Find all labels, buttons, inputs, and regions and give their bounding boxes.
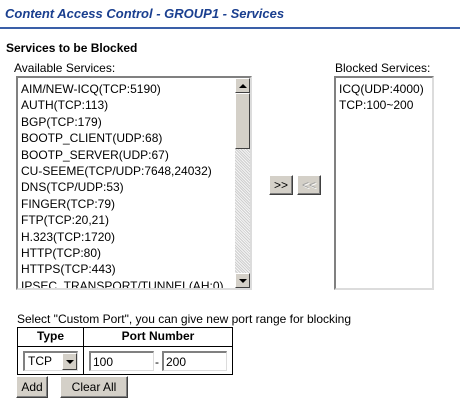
available-services-label: Available Services: [14, 61, 116, 75]
start-port-input[interactable] [89, 351, 154, 371]
list-item[interactable]: HTTPS(TCP:443) [21, 262, 116, 277]
page-title: Content Access Control - GROUP1 - Servic… [5, 6, 285, 21]
end-port-input[interactable] [162, 351, 227, 371]
port-number-column-header: Port Number [121, 329, 195, 343]
list-item[interactable]: FTP(TCP:20,21) [21, 213, 110, 228]
section-title: Services to be Blocked [6, 41, 138, 55]
add-button[interactable]: Add [16, 376, 48, 398]
available-services-list[interactable]: AIM/NEW-ICQ(TCP:5190) AUTH(TCP:113)BGP(TC… [16, 76, 252, 290]
clear-all-button[interactable]: Clear All [60, 376, 128, 398]
column-divider [83, 328, 84, 374]
list-item[interactable]: H.323(TCP:1720) [21, 229, 116, 244]
scroll-down-button[interactable] [235, 273, 250, 288]
custom-port-note: Select "Custom Port", you can give new p… [17, 312, 352, 326]
dropdown-button[interactable] [62, 353, 77, 370]
custom-port-table-header: Type Port Number [18, 328, 232, 347]
list-item[interactable]: BOOTP_SERVER(UDP:67) [21, 147, 169, 162]
list-item[interactable]: IPSEC_TRANSPORT/TUNNEL(AH:0) [21, 278, 224, 290]
port-range-separator: - [155, 355, 159, 369]
list-item[interactable]: BOOTP_CLIENT(UDP:68) [21, 131, 163, 146]
title-divider [0, 27, 460, 29]
arrow-up-icon [238, 83, 247, 88]
chevron-down-icon [65, 359, 74, 364]
blocked-services-list[interactable]: ICQ(UDP:4000) TCP:100~200 [334, 76, 434, 290]
scroll-up-button[interactable] [235, 78, 250, 93]
list-item[interactable]: HTTP(TCP:80) [21, 246, 102, 261]
list-item[interactable]: DNS(TCP/UDP:53) [21, 180, 124, 195]
protocol-type-select[interactable]: TCP [23, 351, 78, 371]
type-column-header: Type [36, 329, 65, 343]
remove-from-blocked-button[interactable]: << [297, 175, 321, 195]
custom-port-table: Type Port Number TCP - [17, 327, 233, 375]
list-item[interactable]: AIM/NEW-ICQ(TCP:5190) [21, 82, 161, 96]
protocol-type-value: TCP [28, 354, 52, 368]
list-item[interactable]: ICQ(UDP:4000) [339, 82, 424, 96]
scroll-thumb[interactable] [235, 93, 250, 149]
arrow-down-icon [238, 278, 247, 283]
list-item[interactable]: FINGER(TCP:79) [21, 196, 116, 211]
blocked-services-label: Blocked Services: [335, 61, 431, 75]
list-item[interactable]: AUTH(TCP:113) [21, 98, 109, 113]
list-item[interactable]: CU-SEEME(TCP/UDP:7648,24032) [21, 164, 212, 179]
add-to-blocked-button[interactable]: >> [269, 175, 293, 195]
list-item[interactable]: TCP:100~200 [339, 98, 414, 113]
list-item[interactable]: BGP(TCP:179) [21, 114, 102, 129]
available-services-scrollbar[interactable] [235, 78, 250, 288]
